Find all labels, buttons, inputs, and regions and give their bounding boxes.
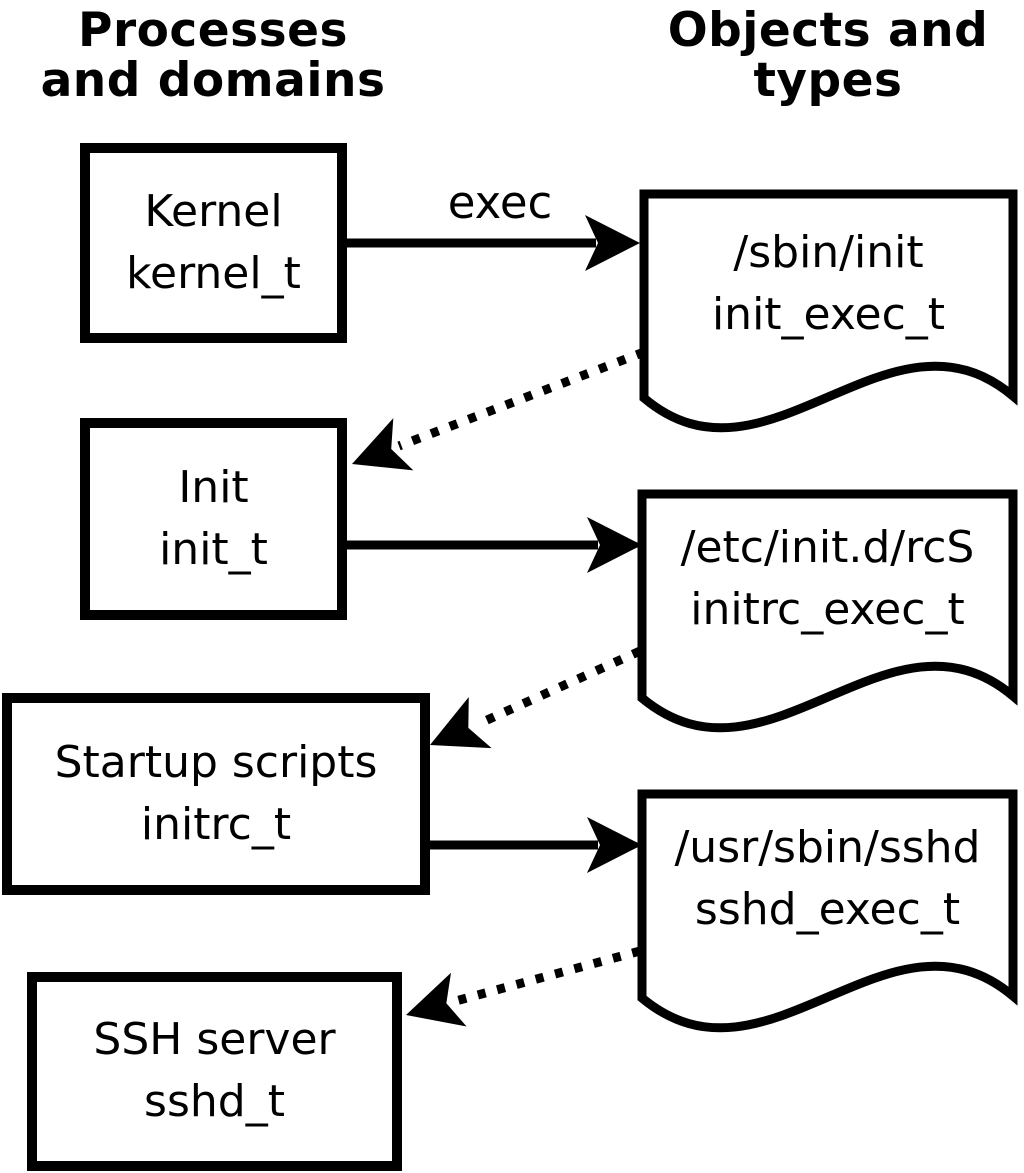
header-line: types bbox=[753, 53, 903, 108]
usr-sbin-sshd-document bbox=[637, 789, 1018, 1033]
header-line: and domains bbox=[40, 53, 386, 108]
init-node-text: Init init_t bbox=[80, 418, 347, 620]
sbin-init-document bbox=[639, 189, 1018, 433]
startup-scripts-node-text: Startup scripts initrc_t bbox=[2, 693, 430, 895]
object-path: /etc/init.d/rcS bbox=[680, 522, 975, 573]
transition-arrow-sshdexec-to-sshserver bbox=[406, 946, 642, 1027]
object-type: sshd_exec_t bbox=[694, 884, 961, 935]
ssh-server-box bbox=[27, 972, 402, 1171]
init-box bbox=[80, 418, 347, 620]
transition-arrow-sbininit-to-init bbox=[352, 347, 646, 471]
ssh-server-node-text: SSH server sshd_t bbox=[27, 972, 402, 1170]
header-line: Processes bbox=[78, 3, 348, 58]
sbin-init-node-text: /sbin/init init_exec_t bbox=[640, 192, 1017, 376]
object-path: /sbin/init bbox=[733, 227, 924, 278]
exec-edge-label: exec bbox=[447, 176, 553, 229]
process-name: Startup scripts bbox=[54, 737, 378, 788]
etc-initd-rcs-node-text: /etc/init.d/rcS initrc_exec_t bbox=[638, 490, 1017, 668]
exec-arrow-kernel-to-sbininit bbox=[347, 215, 640, 271]
process-name: Init bbox=[178, 462, 249, 513]
object-type: init_exec_t bbox=[711, 289, 946, 340]
transition-arrow-rcs-to-startup bbox=[430, 646, 642, 749]
process-domain: initrc_t bbox=[140, 799, 292, 850]
process-name: Kernel bbox=[144, 186, 283, 237]
exec-arrow-startup-to-sshd bbox=[425, 817, 642, 873]
kernel-box bbox=[80, 143, 347, 343]
process-domain: sshd_t bbox=[144, 1076, 285, 1127]
kernel-node-text: Kernel kernel_t bbox=[80, 143, 347, 343]
process-name: SSH server bbox=[93, 1014, 336, 1065]
column-header-objects: Objects and types bbox=[628, 6, 1024, 106]
column-header-processes: Processes and domains bbox=[13, 6, 413, 106]
object-type: initrc_exec_t bbox=[690, 584, 965, 635]
object-path: /usr/sbin/sshd bbox=[674, 822, 981, 873]
usr-sbin-sshd-node-text: /usr/sbin/sshd sshd_exec_t bbox=[638, 790, 1017, 968]
exec-arrow-init-to-rcs bbox=[347, 517, 642, 573]
startup-scripts-box bbox=[2, 693, 430, 895]
process-domain: kernel_t bbox=[126, 248, 301, 299]
process-domain: init_t bbox=[159, 524, 268, 575]
etc-initd-rcs-document bbox=[637, 489, 1018, 733]
header-line: Objects and bbox=[667, 3, 989, 58]
